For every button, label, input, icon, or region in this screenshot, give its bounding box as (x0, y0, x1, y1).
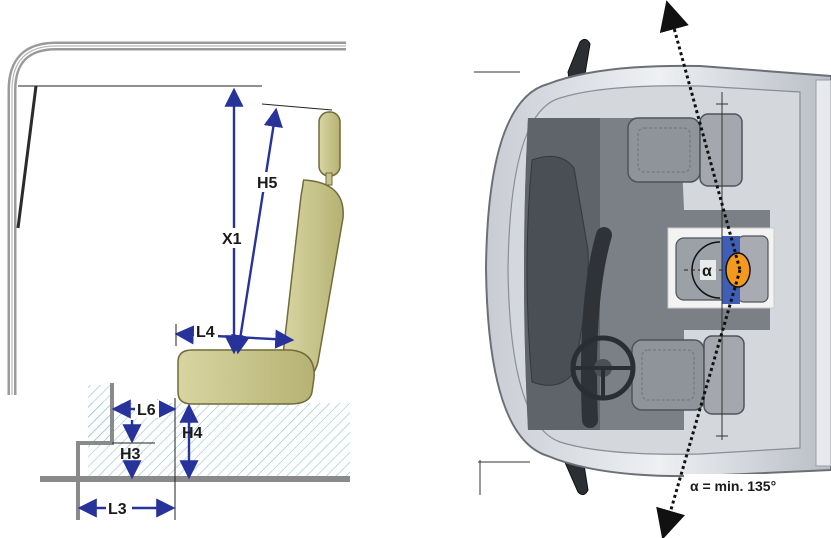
seat-backrest (282, 179, 344, 380)
driver-seat (631, 335, 745, 415)
label-l4: L4 (196, 324, 215, 341)
top-view: α α = min. 135° (474, 0, 831, 538)
label-l3: L3 (108, 501, 127, 518)
seat (177, 111, 344, 405)
roof-frame (7, 41, 346, 395)
dimension-lines (77, 87, 333, 518)
side-view: X1 H5 L4 L6 H4 H3 L3 (7, 41, 350, 520)
floor-hatch (88, 403, 350, 479)
angle-symbol: α (702, 263, 712, 280)
seat-headrest (318, 111, 341, 177)
label-x1: X1 (222, 231, 242, 248)
angle-line (659, 0, 742, 271)
label-l6: L6 (137, 402, 156, 419)
seat-cushion (177, 349, 315, 405)
steering-wheel-icon (570, 335, 636, 401)
label-h4: H4 (182, 425, 203, 442)
center-seat: α (667, 227, 775, 309)
angle-note: α = min. 135° (690, 478, 776, 494)
occupant-head-icon (725, 252, 751, 288)
front-seat-passenger (627, 113, 743, 187)
label-h5: H5 (257, 175, 278, 192)
label-h3: H3 (120, 446, 141, 463)
floor-hatch-step (88, 385, 112, 445)
